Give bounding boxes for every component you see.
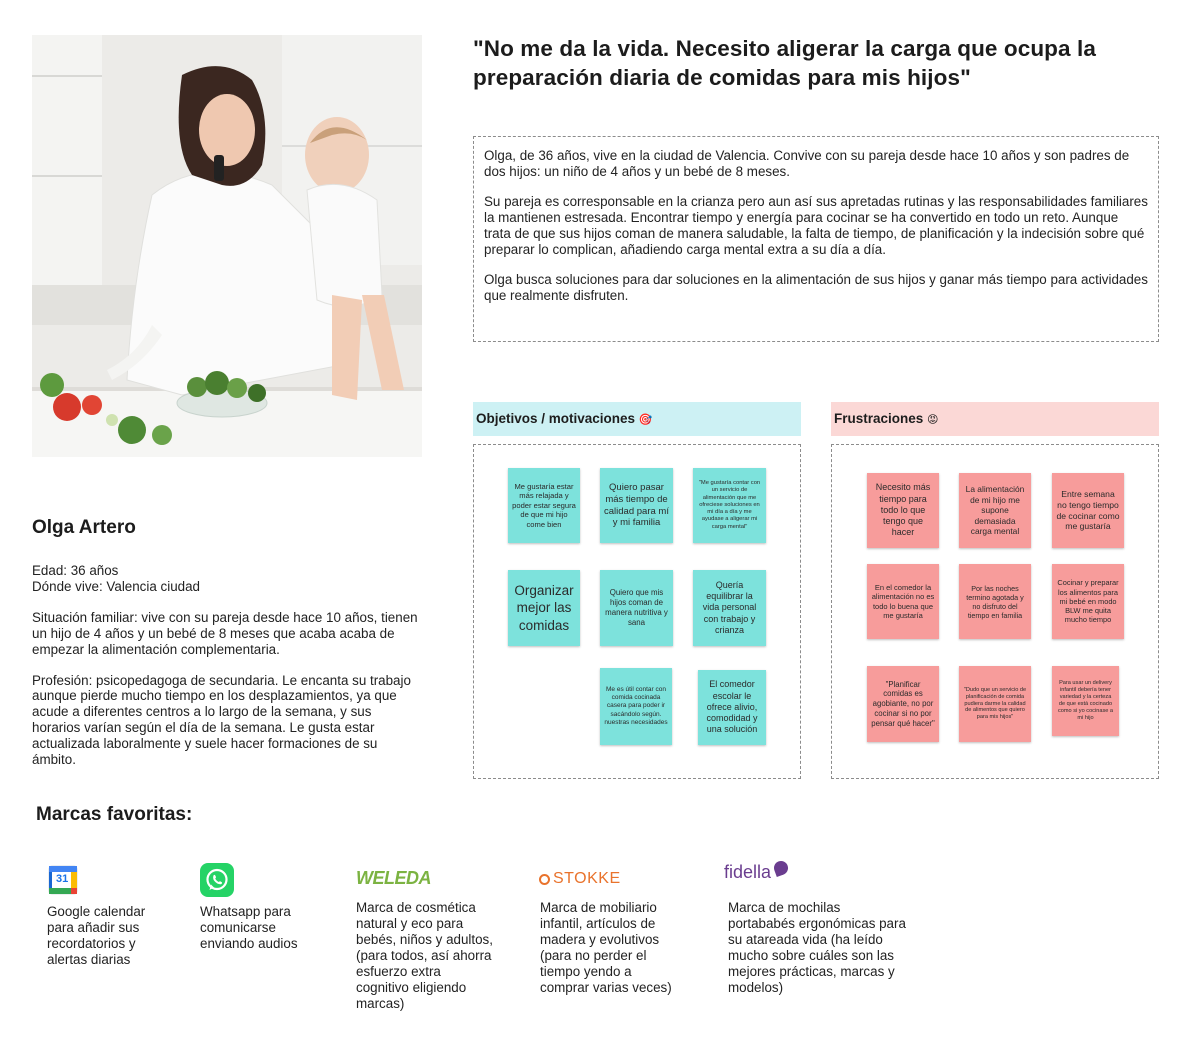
objectives-header: Objetivos / motivaciones 🎯 (473, 402, 801, 436)
objectives-title: Objetivos / motivaciones (476, 411, 636, 426)
brand-description: Marca de mochilas portababés ergonómicas… (728, 900, 906, 995)
frustrations-board (831, 444, 1159, 779)
objective-note: Quiero que mis hijos coman de manera nut… (600, 570, 673, 646)
fidella-wordmark: fidella (724, 862, 772, 882)
frustration-note: Para usar un delivery infantil debería t… (1052, 666, 1119, 736)
frustration-note: La alimentación de mi hijo me supone dem… (959, 473, 1031, 548)
brands-title: Marcas favoritas: (36, 804, 193, 825)
brand-description: Marca de cosmética natural y eco para be… (356, 900, 493, 1011)
frustration-note: "Planificar comidas es agobiante, no por… (867, 666, 939, 742)
frustration-note: Entre semana no tengo tiempo de cocinar … (1052, 473, 1124, 548)
frustrations-title: Frustraciones (834, 411, 924, 426)
frustrations-header: Frustraciones 😡 (831, 402, 1159, 436)
fidella-logo: fidella (724, 859, 790, 883)
frustration-note: En el comedor la alimentación no es todo… (867, 564, 939, 639)
objective-note: Me gustaría estar más relajada y poder e… (508, 468, 580, 543)
persona-description-box: Olga, de 36 años, vive en la ciudad de V… (473, 136, 1159, 342)
objective-note: El comedor escolar le ofrece alivio, com… (698, 670, 766, 745)
stokke-logo: STOKKE (539, 870, 621, 888)
objective-note: Quería equilibrar la vida personal con t… (693, 570, 766, 646)
persona-profile: Edad: 36 años Dónde vive: Valencia ciuda… (32, 563, 422, 783)
calendar-day-number: 31 (56, 873, 69, 885)
persona-age: Edad: 36 años (32, 563, 119, 578)
weleda-logo: WELEDA (356, 868, 432, 888)
frustration-note: Cocinar y preparar los alimentos para mi… (1052, 564, 1124, 639)
brand-description: Marca de mobiliario infantil, artículos … (540, 900, 672, 995)
brand-description: Whatsapp para comunicarse enviando audio… (200, 904, 298, 951)
stokke-wordmark: STOKKE (553, 870, 621, 887)
persona-family: Situación familiar: vive con su pareja d… (32, 609, 418, 657)
persona-photo (32, 35, 422, 457)
objectives-board (473, 444, 801, 779)
frustration-note: Necesito más tiempo para todo lo que ten… (867, 473, 939, 548)
objective-note: "Me gustaría contar con un servicio de a… (693, 468, 766, 543)
stokke-symbol-icon (539, 873, 550, 885)
whatsapp-icon (200, 863, 234, 897)
objective-note: Me es útil contar con comida cocinada ca… (600, 668, 672, 745)
persona-location: Dónde vive: Valencia ciudad (32, 578, 200, 594)
frustration-note: Por las noches termino agotada y no disf… (959, 564, 1031, 639)
description-paragraph: Olga busca soluciones para dar solucione… (484, 272, 1148, 303)
google-calendar-icon: 31 (48, 865, 78, 895)
fidella-flower-icon (772, 859, 790, 877)
target-icon: 🎯 (638, 414, 653, 426)
description-paragraph: Olga, de 36 años, vive en la ciudad de V… (484, 148, 1130, 179)
brand-description: Google calendar para añadir sus recordat… (47, 904, 146, 967)
frustration-note: "Dudo que un servicio de planificación d… (959, 666, 1031, 742)
objective-note: Quiero pasar más tiempo de calidad para … (600, 468, 673, 543)
description-paragraph: Su pareja es corresponsable en la crianz… (484, 194, 1148, 257)
persona-name: Olga Artero (32, 517, 136, 538)
persona-profession: Profesión: psicopedagoga de secundaria. … (32, 672, 411, 768)
angry-face-icon: 😡 (927, 414, 939, 426)
objective-note: Organizar mejor las comidas (508, 570, 580, 646)
persona-quote: "No me da la vida. Necesito aligerar la … (473, 36, 1096, 90)
